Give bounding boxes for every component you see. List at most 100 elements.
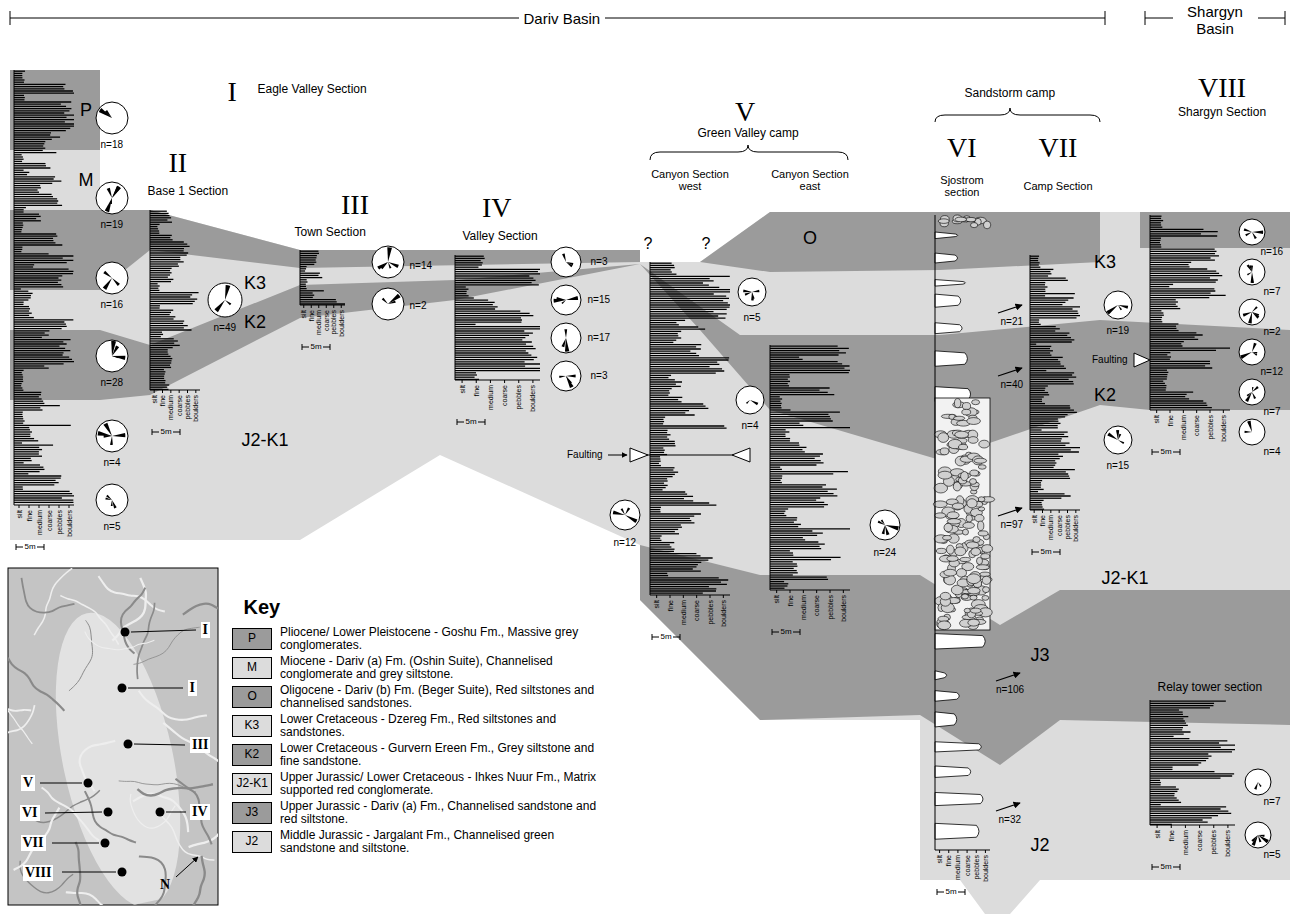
swatch-letter: P [248,632,256,646]
bed-bar [14,308,30,309]
bed-bar [650,441,675,442]
bed-bar [300,262,316,263]
bed-bar [1150,328,1176,329]
clast [962,409,971,415]
bed-bar [650,278,710,279]
bed-bar [14,412,23,413]
clast [959,444,968,449]
bed-bar [1150,299,1176,300]
bed-bar [14,260,73,261]
bed-bar [455,269,540,270]
bed-bar [1030,370,1046,371]
bed-bar [1030,352,1050,353]
rose-diagram [551,323,581,353]
bed-bar [14,187,41,188]
bed-bar [770,460,821,461]
bed-bar [300,290,324,291]
clast [976,557,982,564]
bed-bar [1150,288,1214,289]
bed-bar [1030,425,1058,426]
bed-bar [770,431,789,432]
bed-bar [455,344,526,345]
log-axis [935,215,936,850]
bed-bar [650,496,693,497]
query-mark: ? [702,235,711,253]
rose-petal [1258,835,1269,843]
grain-size-label: boulders [840,595,847,622]
grain-size-label: fine [946,855,953,866]
bed-bar [14,460,32,461]
rose-diagram [96,182,128,214]
section-number: VIII [1198,74,1246,102]
bed-bar [650,476,673,477]
bed-bar [14,132,51,133]
conglomerate-body [935,398,990,630]
bed-bar [14,112,64,113]
clast [971,548,981,556]
bed-bar [1150,310,1161,311]
fault-label: Faulting [1092,354,1128,366]
bed-bar [770,394,834,395]
vector-arrow [998,508,1022,516]
grain-size-label: pebbles [515,385,522,410]
grain-tick [790,590,791,593]
channel-body [935,323,962,334]
section-number: I [228,78,237,106]
bed-bar [1150,227,1162,228]
bed-bar [770,368,844,369]
grain-size-label: fine [473,385,480,396]
section-log [770,345,850,635]
rose-petal [1252,312,1259,316]
clast [974,458,987,463]
clast [960,557,971,561]
bed-bar [650,313,727,314]
bed-bar [14,502,73,503]
bed-bar [650,307,730,308]
bed-bar [770,383,788,384]
bed-bar [150,354,168,355]
bed-bar [650,469,673,470]
bed-bar [770,585,787,586]
bed-bar [1150,348,1230,349]
oligocene-band [1140,212,1290,248]
clast [935,513,946,518]
unit-label: J2 [1031,835,1050,856]
bed-bar [1150,343,1181,344]
bed-bar [1030,392,1048,393]
grain-tick [1213,825,1214,828]
grain-tick [830,590,831,593]
rose-circle [1239,379,1265,405]
bed-bar [14,370,24,371]
bed-bar [1030,355,1051,356]
fault-triangle [1134,353,1150,367]
bed-bar [1030,341,1072,342]
bed-bar [14,240,53,241]
bed-bar [14,150,43,151]
bed-bar [770,445,799,446]
bed-bar [1150,773,1234,774]
bed-bar [1150,806,1226,807]
bed-bar [770,583,788,584]
grain-tick [1059,510,1060,513]
bed-bar [455,300,488,301]
grain-size-label: pebbles [1210,830,1217,855]
bed-bar [14,121,65,122]
rose-petal [1106,305,1118,315]
bed-bar [14,414,22,415]
extent-tick [1285,11,1286,25]
rose-petal [380,262,388,269]
bed-bar [1150,334,1203,335]
grain-size-label: coarse [1196,830,1203,851]
grain-tick [170,390,171,393]
bed-bar [1150,731,1191,732]
bed-bar [150,239,173,240]
bed-bar [1150,222,1161,223]
bed-bar [455,346,533,347]
bed-bar [1150,218,1161,219]
bed-bar [150,318,174,319]
relief-line [85,791,136,842]
rose-diagram [1239,419,1265,445]
bed-bar [150,268,172,269]
bed-bar [770,491,828,492]
map-section-label: I [188,680,197,696]
